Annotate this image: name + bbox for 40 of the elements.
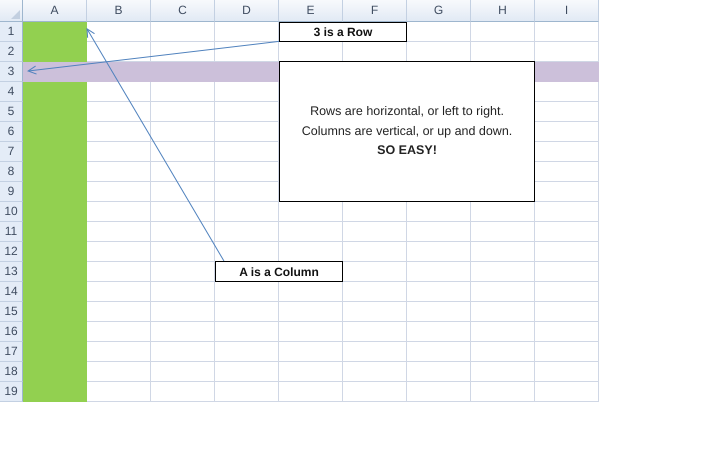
emphasis-text: SO EASY! [377, 142, 437, 160]
column-header: F [343, 0, 407, 22]
leader-arrow [86, 28, 224, 262]
column-header: D [215, 0, 279, 22]
column-header: A [23, 0, 87, 22]
row-header: 9 [0, 182, 23, 202]
column-header: B [87, 0, 151, 22]
row-header: 13 [0, 262, 23, 282]
row-header: 12 [0, 242, 23, 262]
callout-box [215, 261, 343, 282]
row-header: 7 [0, 142, 23, 162]
row-highlight [23, 62, 279, 82]
column-header: E [279, 0, 343, 22]
callout-text: A is a Column [239, 264, 319, 278]
column-header: G [407, 0, 471, 22]
row-header: 1 [0, 22, 23, 42]
row-header: 2 [0, 42, 23, 62]
row-header: 10 [0, 202, 23, 222]
row-header: 11 [0, 222, 23, 242]
row-header: 5 [0, 102, 23, 122]
column-header: I [535, 0, 599, 22]
row-header: 15 [0, 302, 23, 322]
row-header: 19 [0, 382, 23, 402]
column-header: H [471, 0, 535, 22]
callout-box [279, 22, 407, 42]
row-header: 4 [0, 82, 23, 102]
column-highlight [23, 22, 87, 402]
row-header: 3 [0, 62, 23, 82]
text-box [279, 61, 535, 202]
row-header: 14 [0, 282, 23, 302]
row-header: 16 [0, 322, 23, 342]
row-header: 8 [0, 162, 23, 182]
leader-arrow [28, 40, 280, 75]
column-header: C [151, 0, 215, 22]
note-text: Columns are vertical, or up and down. [302, 122, 512, 140]
note-text: Rows are horizontal, or left to right. [310, 103, 504, 120]
row-header: 17 [0, 342, 23, 362]
row-header: 18 [0, 362, 23, 382]
row-header: 6 [0, 122, 23, 142]
callout-text: 3 is a Row [314, 25, 372, 39]
